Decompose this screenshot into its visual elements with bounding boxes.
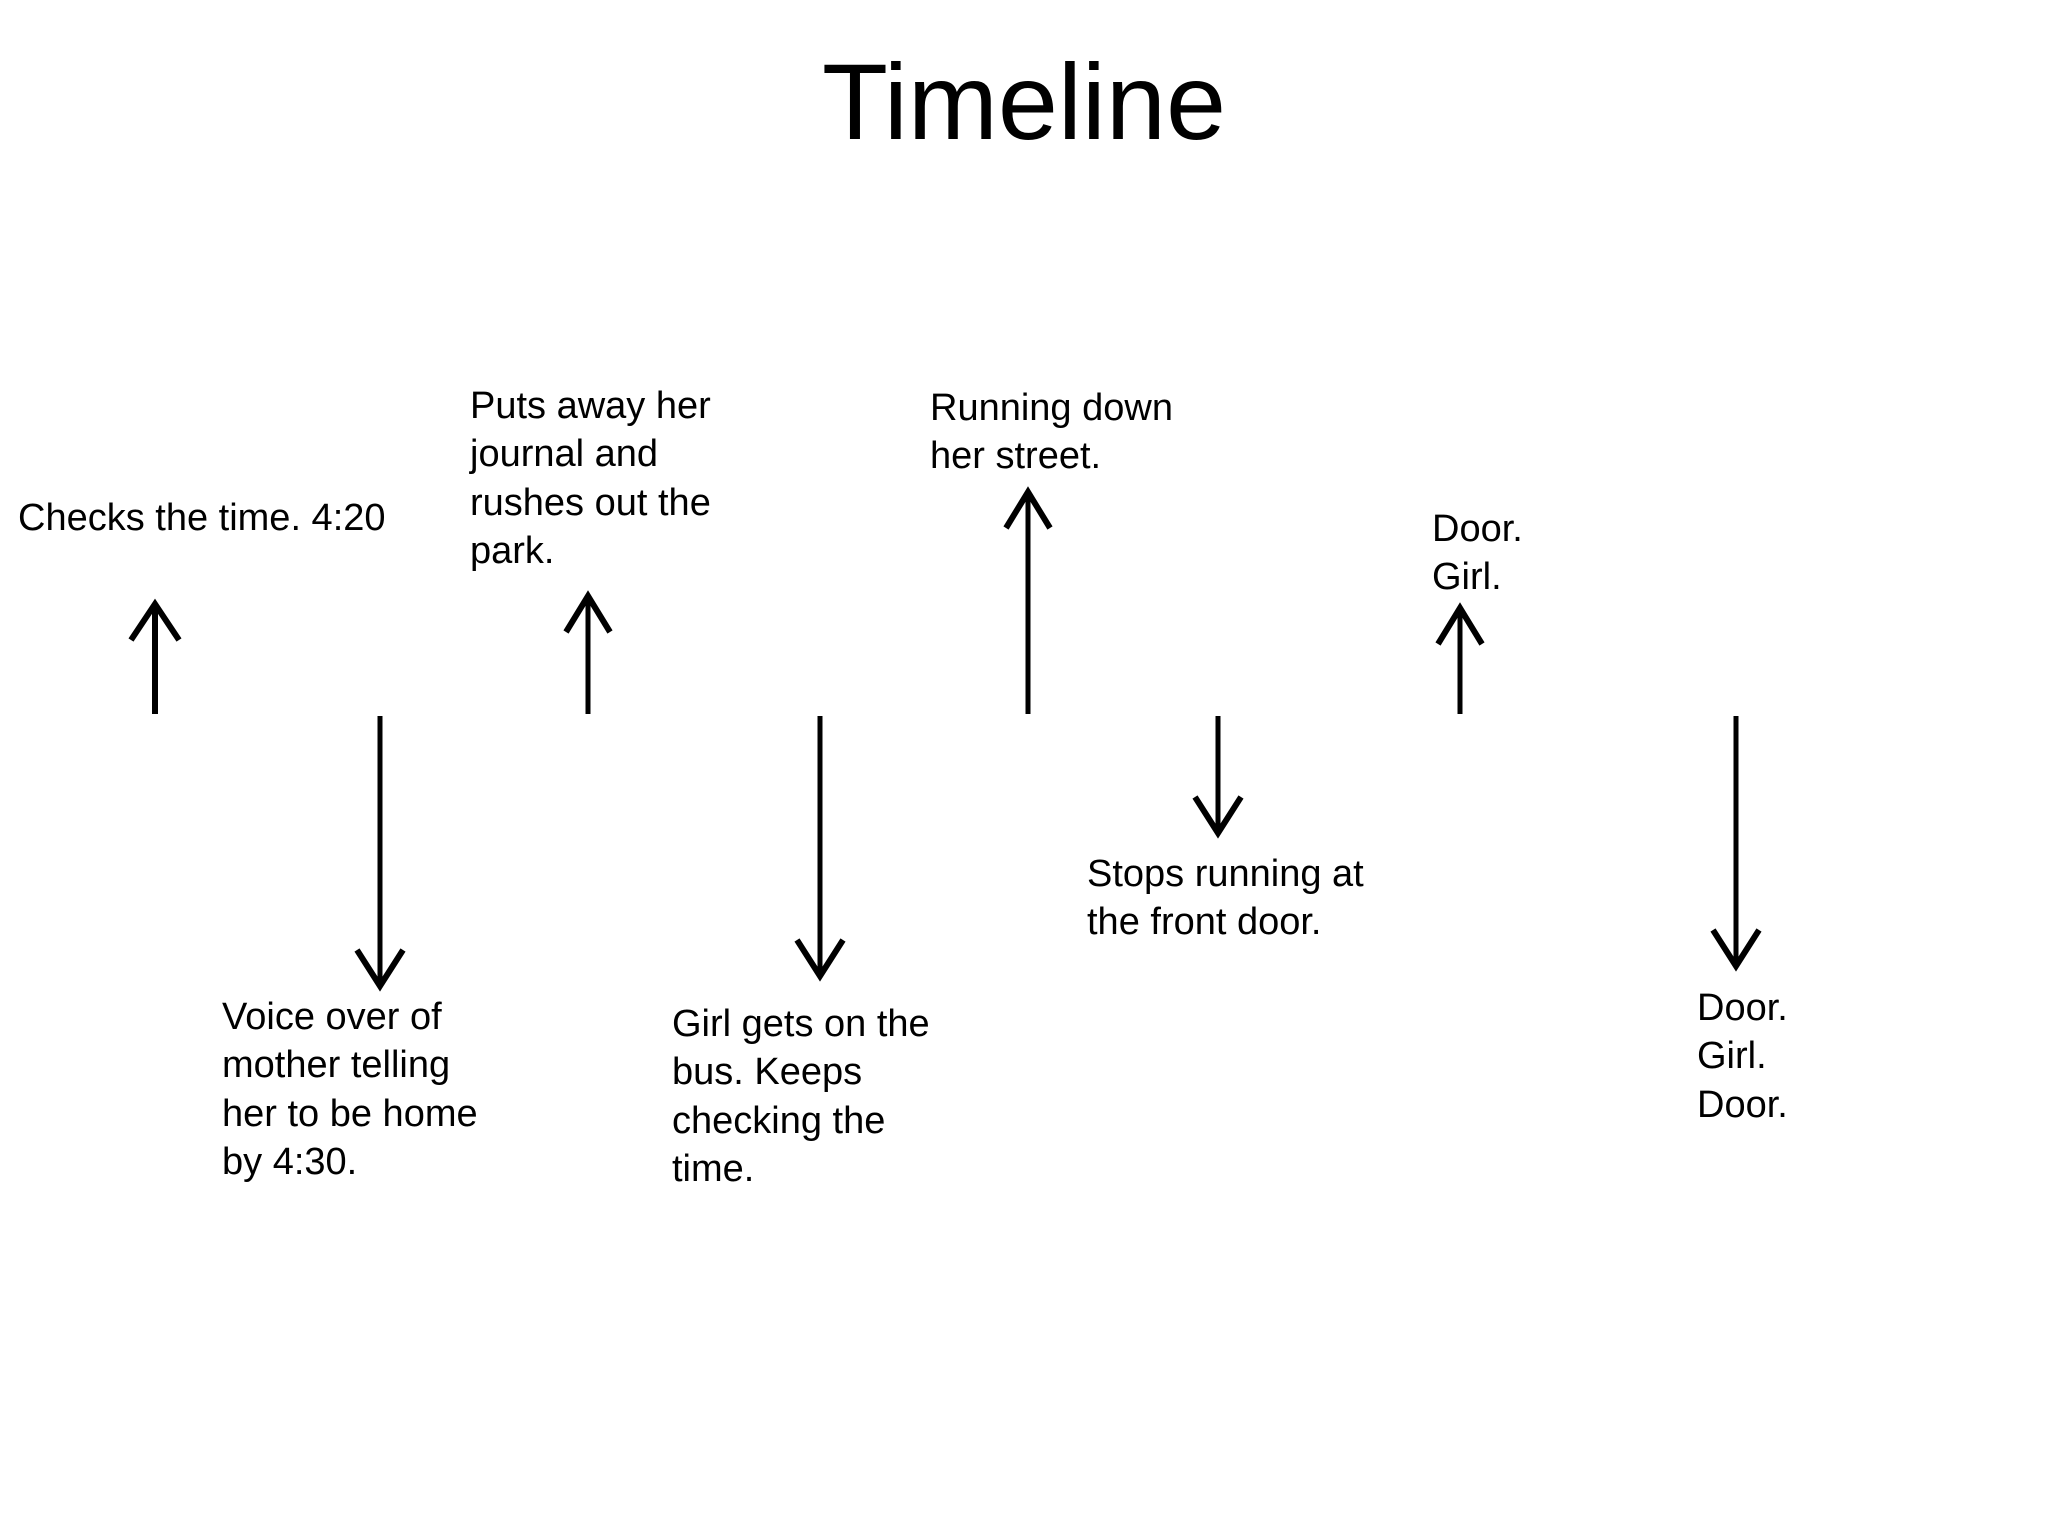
connector-up-arrow-5 [1003, 486, 1053, 714]
event-label-3: Puts away her journal and rushes out the… [470, 385, 722, 572]
connector-up-arrow-1 [128, 598, 182, 714]
connector-down-arrow-6 [1192, 716, 1244, 839]
connector-up-arrow-7 [1435, 602, 1485, 714]
event-label-5: Running down her street. [930, 387, 1184, 478]
connector-down-arrow-8 [1710, 716, 1762, 972]
event-label-6: Stops running at the front door. [1087, 853, 1375, 944]
event-label-8: Door. Girl. Door. [1697, 987, 1788, 1126]
event-label-1: Checks the time. 4:20 [18, 497, 386, 539]
connector-down-arrow-2 [354, 716, 406, 992]
event-label-7: Door. Girl. [1432, 508, 1523, 599]
event-label-2: Voice over of mother telling her to be h… [222, 996, 489, 1183]
connector-down-arrow-4 [794, 716, 846, 982]
connector-up-arrow-3 [563, 590, 613, 714]
event-label-4: Girl gets on the bus. Keeps checking the… [672, 1003, 941, 1190]
page-title: Timeline [821, 41, 1227, 162]
